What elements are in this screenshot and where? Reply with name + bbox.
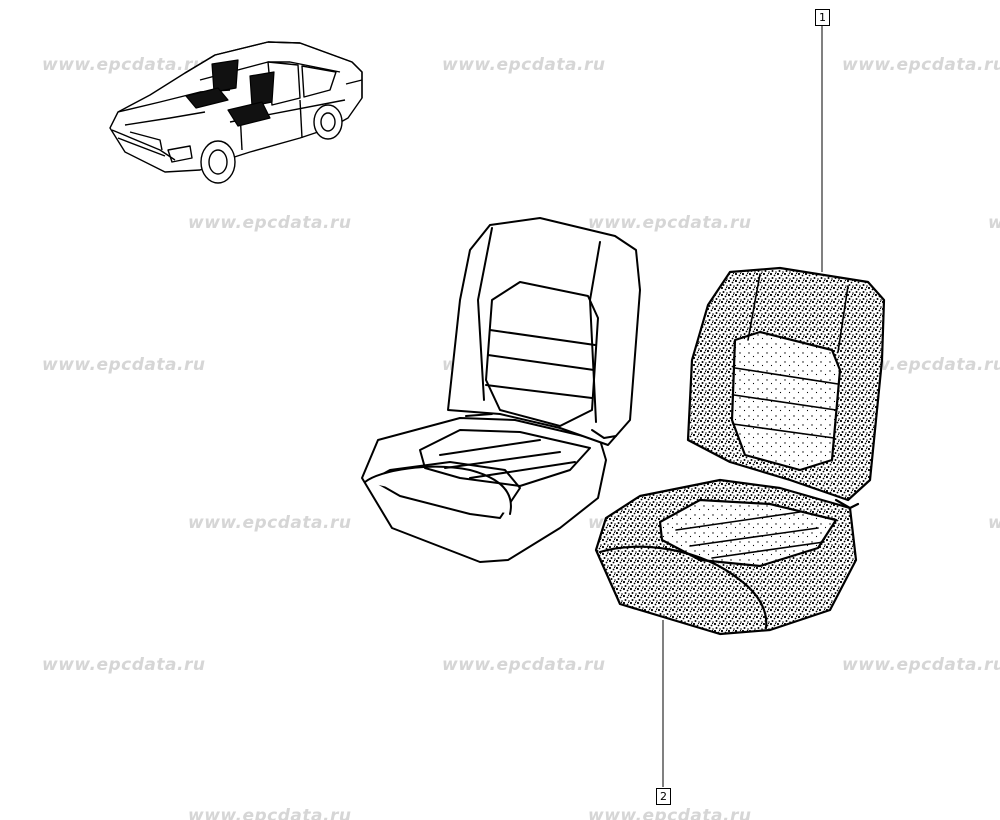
watermark: www.epcdata.ru [988,513,1000,533]
watermark: www.epcdata.ru [42,655,206,675]
seat-cover-drawing [594,266,886,636]
watermark: www.epcdata.ru [588,806,752,820]
watermark: www.epcdata.ru [442,655,606,675]
watermark: www.epcdata.ru [588,213,752,233]
watermark: www.epcdata.ru [442,55,606,75]
watermark: www.epcdata.ru [842,655,1000,675]
seat-location-markers [185,59,275,127]
seat-outline-drawing [361,217,641,563]
watermark: www.epcdata.ru [42,355,206,375]
leader-lines [662,25,823,787]
watermark: www.epcdata.ru [842,55,1000,75]
watermark: www.epcdata.ru [188,213,352,233]
car-locator-thumbnail [109,41,363,184]
watermark: www.epcdata.ru [188,513,352,533]
watermark: www.epcdata.ru [988,213,1000,233]
callout-part-2[interactable]: 2 [656,788,671,805]
watermark: www.epcdata.ru [188,806,352,820]
callout-part-1[interactable]: 1 [815,9,830,26]
watermark: www.epcdata.ru [42,55,206,75]
